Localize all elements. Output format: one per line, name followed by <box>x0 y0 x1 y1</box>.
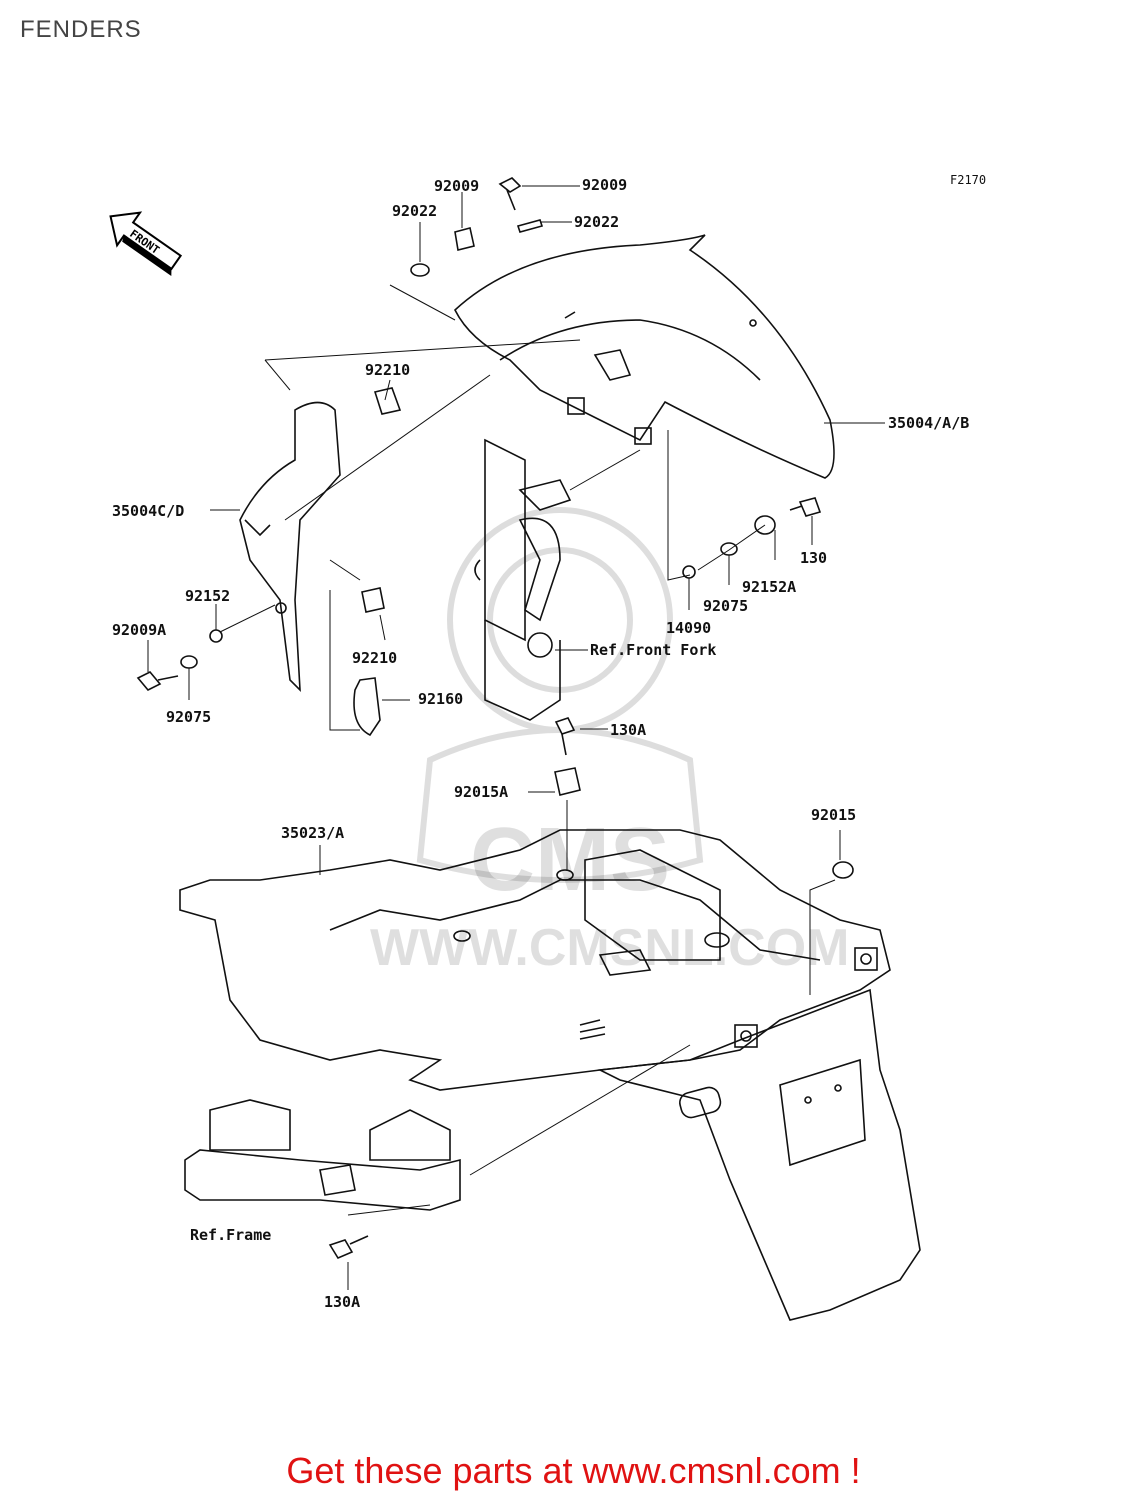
callout-92152a: 92152A <box>742 578 796 596</box>
callout-ref-frame: Ref.Frame <box>190 1226 271 1244</box>
rear-mudguard <box>597 947 921 1321</box>
rear-frame-bracket <box>184 1099 461 1211</box>
callout-35004-ab: 35004/A/B <box>888 414 969 432</box>
callout-92075-left: 92075 <box>166 708 211 726</box>
page-title: FENDERS <box>20 16 142 43</box>
callout-92210-top: 92210 <box>365 361 410 379</box>
inner-front-fender <box>239 401 341 693</box>
callout-130a-top: 130A <box>610 721 646 739</box>
figure-code: F2170 <box>950 173 986 187</box>
callout-92009-right: 92009 <box>582 176 627 194</box>
callout-92075-right: 92075 <box>703 597 748 615</box>
callout-92022-left: 92022 <box>392 202 437 220</box>
callout-92009-top: 92009 <box>434 177 479 195</box>
callout-92160: 92160 <box>418 690 463 708</box>
parts-diagram: CMS WWW.CMSNL.COM FRONT F2170 <box>109 173 986 1321</box>
callout-92015a: 92015A <box>454 783 508 801</box>
footer-link[interactable]: Get these parts at www.cmsnl.com ! <box>286 1450 861 1491</box>
callout-92022-right: 92022 <box>574 213 619 231</box>
watermark-logo: CMS <box>470 810 670 910</box>
callout-92009a: 92009A <box>112 621 166 639</box>
callout-130: 130 <box>800 549 827 567</box>
callout-130a-bottom: 130A <box>324 1293 360 1311</box>
callout-92210-bottom: 92210 <box>352 649 397 667</box>
callout-35004-cd: 35004C/D <box>112 502 184 520</box>
front-direction-arrow: FRONT <box>109 211 183 277</box>
callout-14090: 14090 <box>666 619 711 637</box>
watermark-url: WWW.CMSNL.COM <box>370 919 849 977</box>
front-fender <box>454 234 835 479</box>
fasteners <box>136 177 854 1260</box>
callout-92015: 92015 <box>811 806 856 824</box>
rear-undertray <box>179 829 891 1091</box>
front-fork <box>474 438 572 721</box>
leader-lines <box>147 185 885 1290</box>
callout-35023-a: 35023/A <box>281 824 344 842</box>
callout-ref-front-fork: Ref.Front Fork <box>590 641 716 659</box>
callout-92152: 92152 <box>185 587 230 605</box>
